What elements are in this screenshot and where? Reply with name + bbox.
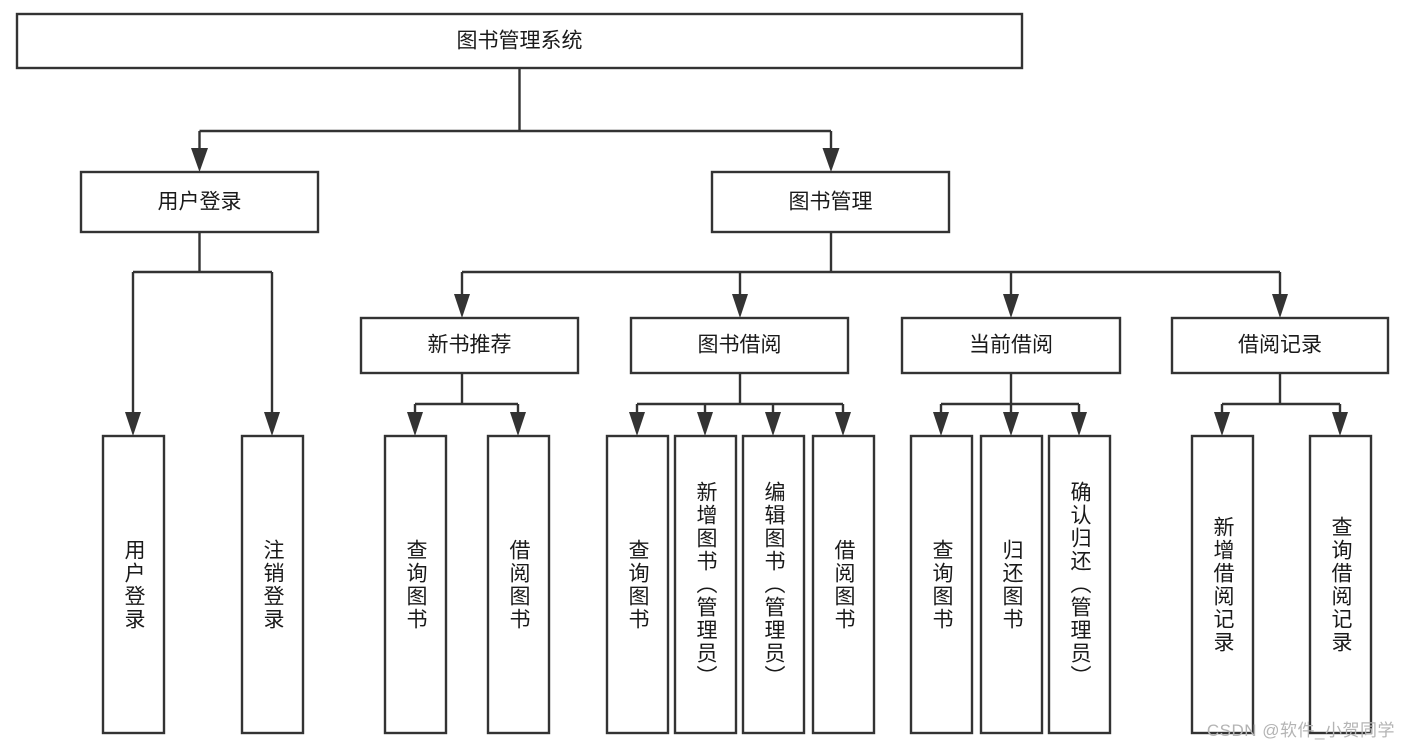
arrow-new-book-leaf-2 [510,412,526,436]
node-leaf-borrow-book-1-box[interactable] [486,434,551,735]
node-current-borrow-label: 当前借阅 [969,334,1053,357]
node-leaf-user-login-box[interactable] [101,434,166,735]
arrow-current-borrow-leaf-3 [1071,412,1087,436]
node-leaf-logout-box[interactable] [240,434,305,735]
arrow-current-borrow-leaf-1 [933,412,949,436]
arrow-user-login-leaf-2 [264,412,280,436]
node-current-borrow-box[interactable] [900,316,1122,375]
arrow-book-manage-to-new-book [454,294,470,318]
arrow-user-login-leaf-1 [125,412,141,436]
node-new-book-recommend-label: 新书推荐 [428,334,512,357]
node-leaf-query-book-1-box[interactable] [383,434,448,735]
node-leaf-confirm-return-box[interactable] [1047,434,1112,735]
arrow-borrow-record-leaf-2 [1332,412,1348,436]
csdn-watermark: CSDN @软件_小贺同学 [1206,721,1395,740]
arrow-book-borrow-leaf-2 [697,412,713,436]
node-book-borrow-box[interactable] [629,316,850,375]
node-leaf-query-record-box[interactable] [1308,434,1373,735]
node-borrow-record-box[interactable] [1170,316,1390,375]
arrow-book-manage-to-book-borrow [732,294,748,318]
node-leaf-edit-book-box[interactable] [741,434,806,735]
node-leaf-add-record-box[interactable] [1190,434,1255,735]
arrow-root-to-user-login [191,148,208,172]
node-leaf-return-book-box[interactable] [979,434,1044,735]
node-book-manage-label: 图书管理 [789,191,873,214]
node-root-box[interactable] [15,12,1024,70]
node-user-login-box[interactable] [79,170,320,234]
arrow-book-borrow-leaf-3 [765,412,781,436]
node-leaf-add-book-box[interactable] [673,434,738,735]
arrow-root-to-book-manage [822,148,840,172]
arrow-borrow-record-leaf-1 [1214,412,1230,436]
connector-layer [125,68,1348,436]
node-user-login-label: 用户登录 [158,191,242,214]
node-leaf-query-book-3-box[interactable] [909,434,974,735]
node-new-book-recommend-box[interactable] [359,316,580,375]
node-leaf-borrow-book-2-box[interactable] [811,434,876,735]
arrow-book-borrow-leaf-4 [835,412,851,436]
arrow-current-borrow-leaf-2 [1003,412,1019,436]
node-book-manage-box[interactable] [710,170,951,234]
arrow-new-book-leaf-1 [407,412,423,436]
node-leaf-query-book-2-box[interactable] [605,434,670,735]
arrow-book-borrow-leaf-1 [629,412,645,436]
arrow-book-manage-to-borrow-record [1272,294,1288,318]
node-root-label: 图书管理系统 [457,30,583,53]
node-borrow-record-label: 借阅记录 [1238,334,1322,357]
arrow-book-manage-to-current-borrow [1003,294,1019,318]
node-book-borrow-label: 图书借阅 [698,334,782,357]
node-layer: 图书管理系统 用户登录 图书管理 新书推荐 图书借阅 当前借阅 借阅记录 [15,12,1390,735]
